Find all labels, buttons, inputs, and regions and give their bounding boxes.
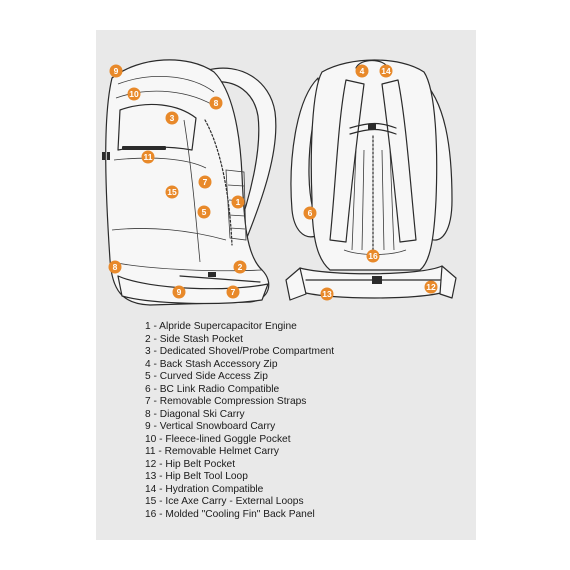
- legend-item: 15 - Ice Axe Carry - External Loops: [145, 496, 304, 507]
- legend-item: 8 - Diagonal Ski Carry: [145, 408, 245, 420]
- legend-item: 9 - Vertical Snowboard Carry: [145, 421, 276, 432]
- legend-item: 6 - BC Link Radio Compatible: [145, 383, 280, 395]
- marker-8-bottom: 8: [108, 260, 122, 274]
- svg-text:8: 8: [113, 262, 118, 272]
- marker-11: 11: [141, 150, 155, 164]
- back-view-backpack: [285, 59, 457, 301]
- marker-2: 2: [233, 260, 247, 274]
- svg-text:2: 2: [238, 262, 243, 272]
- marker-13: 13: [320, 287, 334, 301]
- front-view-backpack: [102, 59, 277, 306]
- svg-text:15: 15: [167, 187, 177, 197]
- svg-text:12: 12: [426, 282, 436, 292]
- legend-item: 12 - Hip Belt Pocket: [145, 458, 236, 470]
- marker-9-top: 9: [109, 64, 123, 78]
- svg-text:11: 11: [144, 152, 153, 162]
- marker-4: 4: [355, 64, 369, 78]
- legend-item: 1 - Alpride Supercapacitor Engine: [145, 321, 297, 332]
- legend-item: 14 - Hydration Compatible: [145, 483, 264, 495]
- feature-legend: 1 - Alpride Supercapacitor Engine 2 - Si…: [145, 321, 395, 521]
- marker-14: 14: [379, 64, 393, 78]
- legend-item: 4 - Back Stash Accessory Zip: [145, 358, 278, 370]
- marker-16: 16: [366, 249, 380, 263]
- legend-item: 16 - Molded "Cooling Fin" Back Panel: [145, 508, 315, 520]
- marker-6: 6: [303, 206, 317, 220]
- legend-item: 7 - Removable Compression Straps: [145, 396, 307, 407]
- svg-text:14: 14: [381, 66, 391, 76]
- svg-text:6: 6: [308, 208, 313, 218]
- svg-text:8: 8: [214, 98, 219, 108]
- svg-text:10: 10: [129, 89, 139, 99]
- legend-item: 13 - Hip Belt Tool Loop: [145, 471, 248, 482]
- svg-text:9: 9: [114, 66, 119, 76]
- marker-7-mid: 7: [198, 175, 212, 189]
- marker-10: 10: [127, 87, 141, 101]
- marker-1: 1: [231, 195, 245, 209]
- svg-text:13: 13: [322, 289, 332, 299]
- svg-text:5: 5: [202, 207, 207, 217]
- svg-text:3: 3: [170, 113, 175, 123]
- legend-item: 11 - Removable Helmet Carry: [145, 446, 279, 457]
- svg-text:7: 7: [203, 177, 208, 187]
- marker-12: 12: [424, 280, 438, 294]
- legend-item: 2 - Side Stash Pocket: [145, 333, 243, 345]
- svg-text:4: 4: [360, 66, 365, 76]
- marker-8-top: 8: [209, 96, 223, 110]
- legend-item: 10 - Fleece-lined Goggle Pocket: [145, 433, 291, 445]
- svg-text:1: 1: [236, 197, 241, 207]
- svg-text:9: 9: [177, 287, 182, 297]
- svg-text:16: 16: [368, 251, 378, 261]
- marker-7-bottom: 7: [226, 285, 240, 299]
- legend-item: 5 - Curved Side Access Zip: [145, 371, 268, 382]
- svg-text:7: 7: [231, 287, 236, 297]
- marker-15: 15: [165, 185, 179, 199]
- marker-5: 5: [197, 205, 211, 219]
- marker-3: 3: [165, 111, 179, 125]
- marker-9-bottom: 9: [172, 285, 186, 299]
- legend-item: 3 - Dedicated Shovel/Probe Compartment: [145, 346, 335, 357]
